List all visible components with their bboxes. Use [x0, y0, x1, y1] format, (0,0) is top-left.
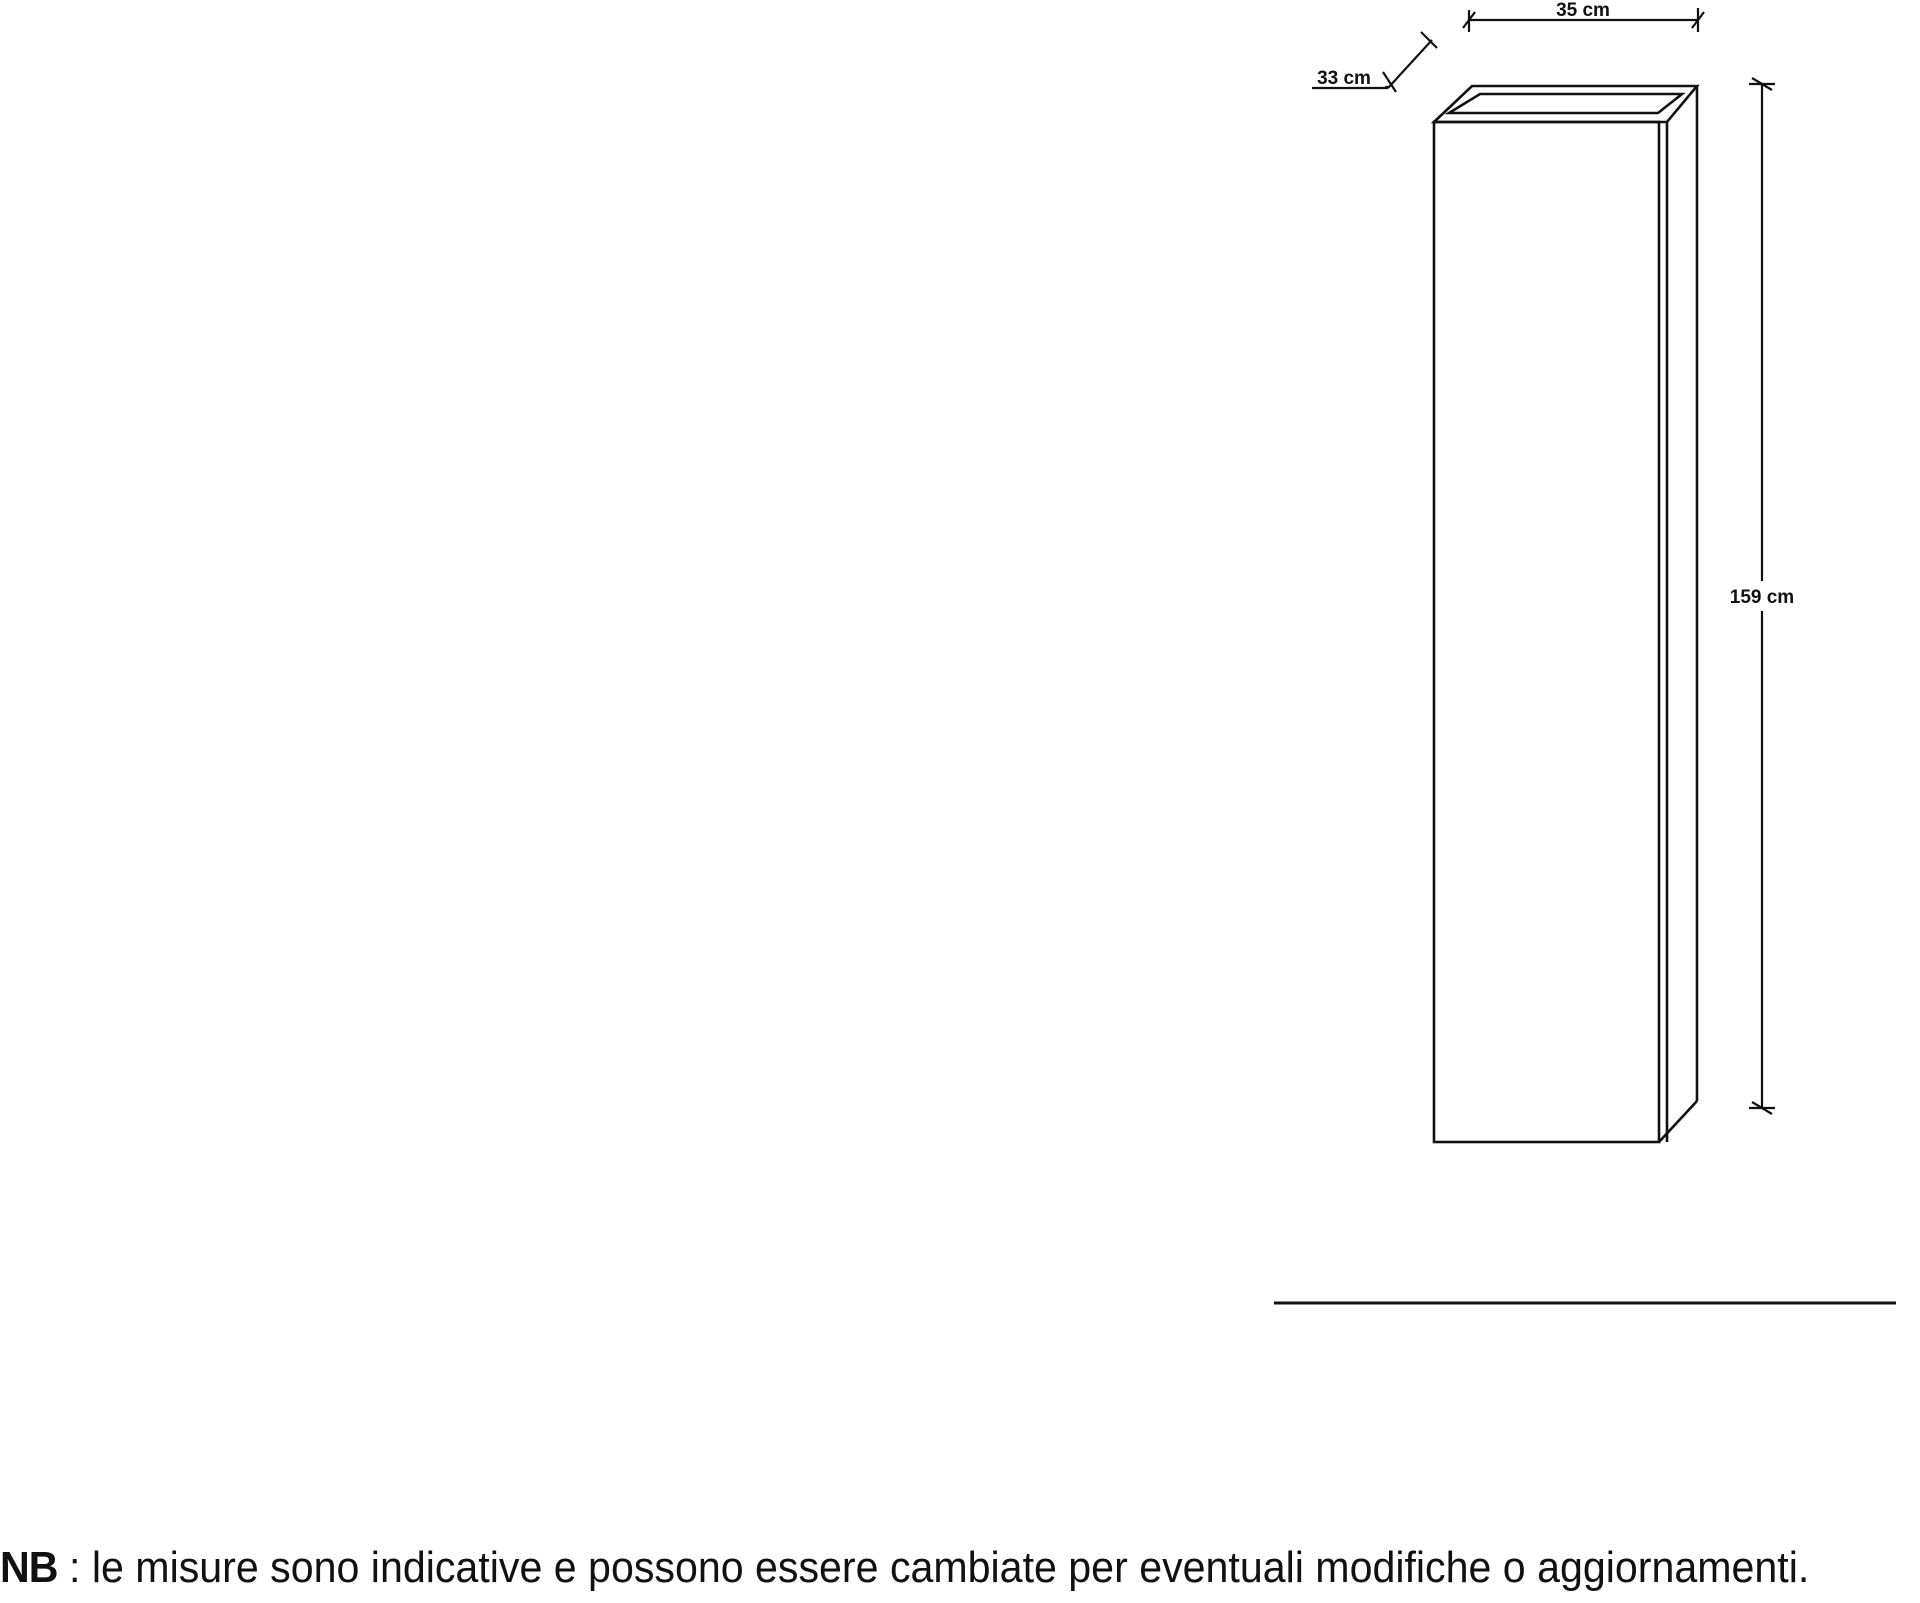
- height-label: 159 cm: [1730, 587, 1794, 608]
- depth-dimension: [1312, 31, 1438, 93]
- width-dimension: [1462, 8, 1705, 32]
- note-text: : le misure sono indicative e possono es…: [57, 1543, 1810, 1592]
- disclaimer-note: NB : le misure sono indicative e possono…: [0, 1538, 1809, 1598]
- note-prefix: NB: [0, 1543, 58, 1592]
- width-label: 35 cm: [1556, 0, 1610, 21]
- cabinet-bottom-edge: [1658, 1100, 1698, 1143]
- depth-label: 33 cm: [1317, 68, 1371, 89]
- cabinet-front-face: [1432, 120, 1661, 1144]
- cabinet-top-rim: [1444, 92, 1686, 115]
- cabinet-top-face: [1430, 84, 1700, 124]
- height-dimension: [1749, 77, 1775, 1115]
